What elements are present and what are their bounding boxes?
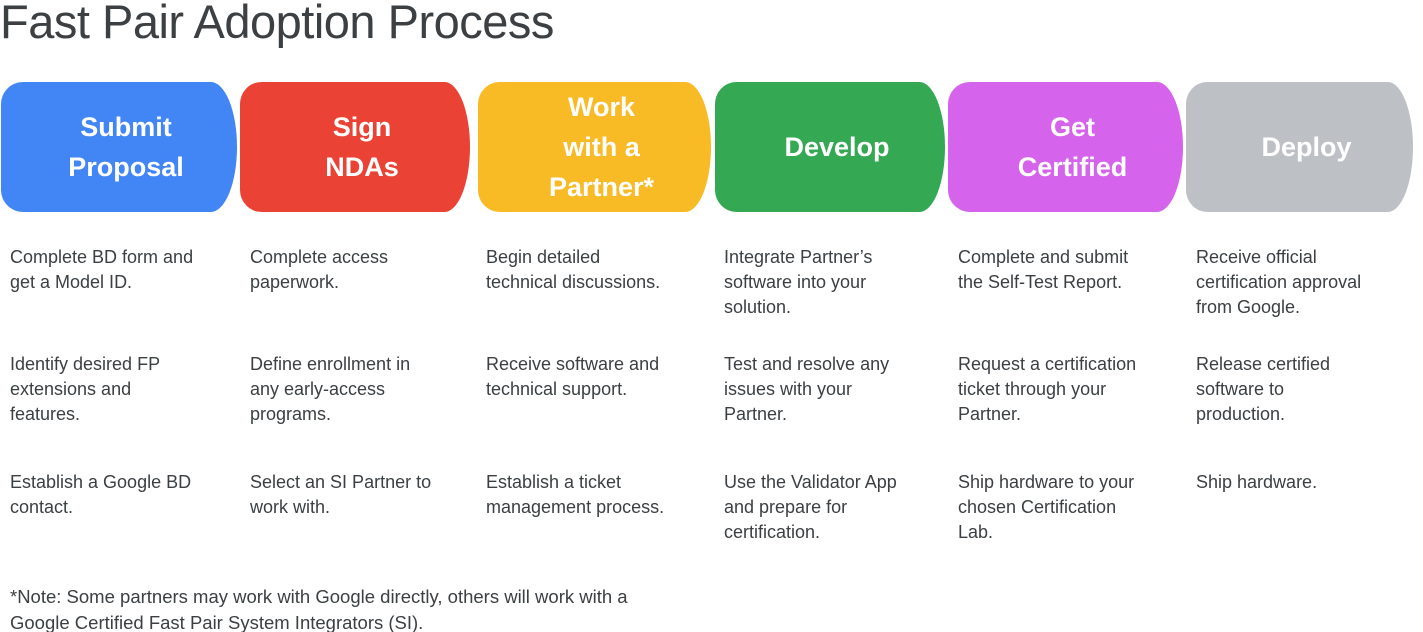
detail-item: Integrate Partner’s software into your s… [724, 247, 873, 317]
detail-item: Test and resolve any issues with your Pa… [724, 354, 890, 424]
stage-details-grid: Complete BD form and get a Model ID. Com… [10, 245, 1410, 545]
stage-shape [240, 82, 470, 212]
stage-submit-proposal: Submit Proposal [1, 82, 237, 212]
detail-item: Request a certification ticket through y… [958, 354, 1137, 424]
stage-label: Develop [784, 132, 890, 162]
detail-item: Define enrollment in any early-access pr… [250, 354, 411, 424]
stage-shape [478, 82, 711, 212]
stage-label: Work with a Partner* [548, 92, 655, 202]
detail-item: Select an SI Partner to work with. [250, 472, 432, 517]
detail-item: Ship hardware to your chosen Certificati… [958, 472, 1135, 542]
stage-label: Sign NDAs [325, 112, 399, 182]
stage-shape [1, 82, 237, 212]
stage-shape-path [478, 82, 711, 212]
detail-item: Receive software and technical support. [486, 354, 660, 399]
footnote: *Note: Some partners may work with Googl… [10, 586, 628, 632]
stage-work-with-a-partner: Work with a Partner* [478, 82, 711, 212]
detail-item: Establish a Google BD contact. [10, 472, 192, 517]
stage-shape [948, 82, 1183, 212]
stage-label: Get Certified [1017, 112, 1128, 182]
detail-item: Release certified software to production… [1196, 354, 1331, 424]
stage-shape [715, 82, 945, 212]
stage-deploy: Deploy [1186, 82, 1413, 212]
stage-get-certified: Get Certified [948, 82, 1183, 212]
process-stages: Submit Proposal Sign NDAs Work with a Pa… [0, 82, 1423, 212]
stage-shape [1186, 82, 1413, 212]
stage-label: Submit Proposal [68, 112, 184, 182]
stage-shape-path [715, 82, 945, 212]
stage-develop: Develop [715, 82, 945, 212]
detail-item: Complete BD form and get a Model ID. [10, 247, 194, 292]
stage-sign-ndas: Sign NDAs [240, 82, 470, 212]
detail-item: Establish a ticket management process. [486, 472, 665, 517]
detail-item: Complete and submit the Self-Test Report… [958, 247, 1129, 292]
detail-item: Ship hardware. [1196, 472, 1318, 492]
stage-shape-path [1, 82, 237, 212]
detail-item: Identify desired FP extensions and featu… [10, 354, 161, 424]
stage-label: Deploy [1261, 132, 1352, 162]
detail-item: Receive official certification approval … [1196, 247, 1362, 317]
detail-item: Begin detailed technical discussions. [486, 247, 661, 292]
page-title: Fast Pair Adoption Process [0, 0, 554, 48]
stage-shape-path [1186, 82, 1413, 212]
detail-item: Complete access paperwork. [250, 247, 389, 292]
stage-shape-path [240, 82, 470, 212]
stage-shape-path [948, 82, 1183, 212]
detail-item: Use the Validator App and prepare for ce… [724, 472, 897, 542]
